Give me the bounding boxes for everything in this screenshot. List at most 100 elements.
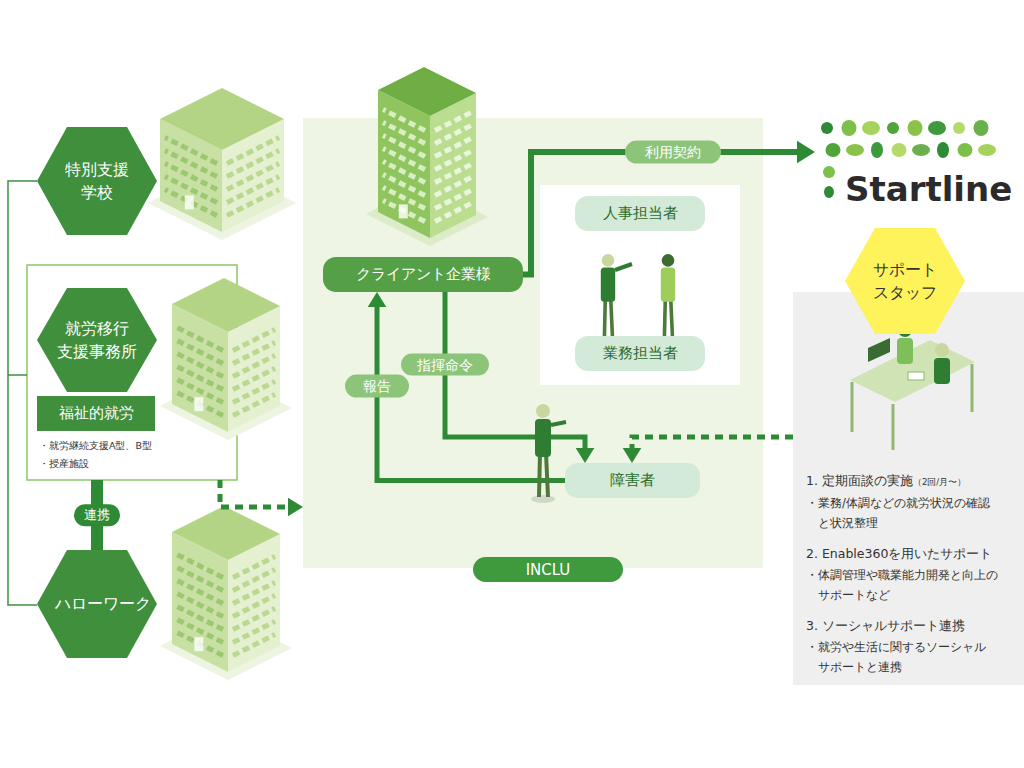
panel-label: INCLU: [526, 561, 571, 579]
person-leg: [546, 453, 548, 497]
pill-label: 業務担当者: [603, 344, 678, 363]
connector: [220, 480, 303, 516]
person-leg: [603, 298, 607, 338]
window-row: [233, 635, 275, 656]
hexagon-fill: [37, 288, 157, 392]
window-row: [165, 138, 217, 164]
logo-dot: [821, 122, 833, 134]
building-face: [378, 90, 430, 238]
arrowhead: [623, 448, 642, 463]
note-text: ・就労継続支援A型、B型: [39, 437, 229, 455]
person-leg: [663, 298, 667, 338]
person-body: [661, 268, 675, 302]
desk-leg: [852, 364, 972, 450]
window-row: [227, 164, 279, 190]
window-row: [177, 328, 223, 351]
logo-node: Startline: [815, 118, 1015, 210]
window-row: [165, 164, 217, 190]
window-row: [227, 177, 279, 203]
logo-dot: [978, 144, 996, 156]
pill-label: 障害者: [610, 471, 655, 490]
arrowhead: [797, 141, 815, 163]
hexagon-fill: [37, 550, 157, 658]
hexagon-node: ハローワーク: [37, 550, 157, 658]
window-row: [177, 341, 223, 364]
support-desk: [850, 323, 975, 450]
list-heading-text: 2. Enable360を用いたサポート: [806, 545, 1012, 564]
window-row: [383, 136, 425, 157]
logo-dot: [974, 120, 989, 136]
window-row: [177, 568, 223, 591]
hexagon-shape: [845, 228, 965, 334]
person-head: [602, 254, 615, 267]
building-roof: [378, 67, 476, 116]
logo-dot: [892, 143, 907, 157]
logo-dot: [958, 143, 973, 157]
person-arm: [615, 264, 632, 270]
connector: [623, 437, 793, 463]
paper: [908, 372, 924, 380]
list-heading: 1. 定期面談の実施（2回/月〜）: [806, 470, 1012, 490]
pill-node: 障害者: [565, 463, 700, 498]
connector: [523, 141, 815, 275]
window-row: [233, 330, 275, 351]
building-roof: [160, 88, 284, 150]
hexagon-shape: [37, 127, 157, 235]
logo-dot: [846, 144, 864, 156]
logo-dot: [908, 120, 923, 136]
inclu-tag: INCLU: [473, 557, 623, 582]
logo-dot: [826, 143, 841, 157]
window-row: [177, 393, 223, 416]
person-shadow: [531, 495, 555, 503]
building: [160, 278, 292, 440]
window-row: [233, 382, 275, 403]
logo-dot: [887, 122, 899, 134]
hexagon-fill: [37, 127, 157, 235]
window-row: [383, 162, 425, 183]
window-row: [177, 367, 223, 390]
person-head: [536, 404, 550, 418]
door: [194, 397, 203, 411]
panel-node: 1. 定期面談の実施（2回/月〜） ・業務/体調などの就労状況の確認 と状況整理 2…: [793, 292, 1024, 685]
person-body: [934, 358, 950, 384]
window-row: [177, 354, 223, 377]
door: [185, 195, 194, 209]
window-row: [233, 343, 275, 364]
connector-line: [632, 437, 793, 450]
hexagon-label: 就労移行 支援事務所: [55, 317, 139, 363]
group-box: ・就労継続支援A型、B型・授産施設就労移行 支援事務所福祉的就労: [27, 265, 237, 480]
window-row: [177, 581, 223, 604]
panel-fill: [793, 292, 1024, 685]
door: [399, 204, 408, 218]
window-row: [165, 190, 217, 216]
window-row: [177, 594, 223, 617]
panel-node: INCLUクライアント企業様人事担当者業務担当者障害者: [303, 118, 763, 568]
list-item: ・業務/体調などの就労状況の確認 と状況整理: [806, 493, 1012, 533]
list-heading-text: 1. 定期面談の実施: [806, 473, 913, 488]
hexagon-label: サポート スタッフ: [863, 258, 947, 304]
logo-dot: [824, 186, 834, 198]
logo-dot: [871, 142, 883, 158]
person-body: [601, 268, 615, 302]
pill-node: 人事担当者: [575, 196, 705, 231]
hexagon-node: サポート スタッフ: [845, 228, 965, 334]
list-item: ・就労や生活に関するソーシャル サポートと連携: [806, 637, 1012, 677]
logo-dot: [862, 121, 880, 135]
person-arm: [551, 422, 566, 425]
list-item: ・体調管理や職業能力開発と向上の サポートなど: [806, 565, 1012, 605]
person-body: [897, 338, 913, 364]
person-body: [535, 419, 551, 457]
edge-label: 利用契約: [625, 141, 721, 164]
connector: [445, 292, 594, 463]
window-row: [233, 356, 275, 377]
hexagon-label: 特別支援 学校: [55, 158, 139, 204]
window-row: [435, 113, 471, 131]
bracket-line: [8, 181, 37, 605]
laptop: [868, 338, 890, 362]
person-leg: [539, 453, 540, 497]
pill-node: 業務担当者: [575, 336, 705, 371]
building: [148, 88, 296, 240]
window-row: [233, 609, 275, 630]
logo-dot: [912, 144, 930, 156]
person-leg: [671, 298, 673, 338]
